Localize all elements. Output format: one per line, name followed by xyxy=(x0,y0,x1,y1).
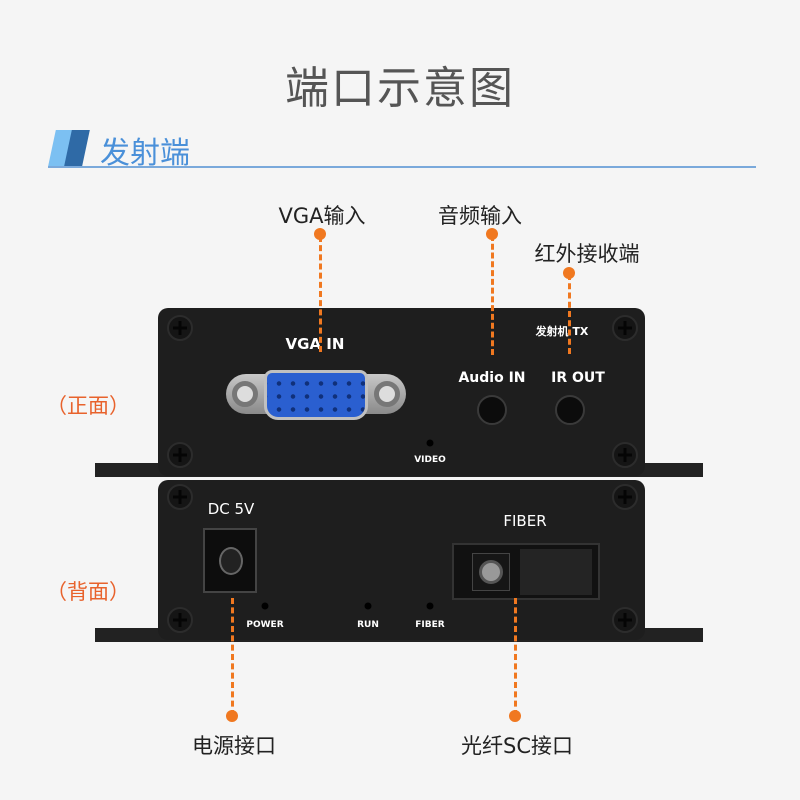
callout-vga: VGA输入 xyxy=(278,204,366,228)
fiber-label: FIBER xyxy=(503,512,547,530)
section-title: 发射端 xyxy=(100,136,190,171)
fiber-led-label: FIBER xyxy=(415,620,445,630)
fiber-ferrule-icon xyxy=(479,560,503,584)
ir-out-jack xyxy=(555,395,585,425)
audio-in-label: Audio IN xyxy=(458,370,526,386)
screw-icon xyxy=(612,442,638,468)
callout-power: 电源接口 xyxy=(192,734,276,758)
page-title: 端口示意图 xyxy=(285,63,515,114)
front-label: （正面） xyxy=(46,394,130,418)
leader-line xyxy=(514,598,517,716)
leader-line xyxy=(491,235,494,355)
model-label: 发射机 TX xyxy=(535,325,589,338)
fiber-sc-port xyxy=(452,543,600,600)
run-led-label: RUN xyxy=(357,620,379,630)
power-led xyxy=(261,602,269,610)
screw-icon xyxy=(167,442,193,468)
dc-label: DC 5V xyxy=(207,500,255,518)
screw-icon xyxy=(167,315,193,341)
leader-line xyxy=(568,274,571,354)
section-divider xyxy=(48,166,756,168)
dc-pin-icon xyxy=(219,547,243,575)
leader-line xyxy=(319,236,322,352)
screw-icon xyxy=(612,607,638,633)
leader-dot xyxy=(226,710,238,722)
run-led xyxy=(364,602,372,610)
sc-cover xyxy=(520,549,592,595)
video-led-label: VIDEO xyxy=(414,455,446,465)
back-label: （背面） xyxy=(46,580,130,604)
vga-in-label: VGA IN xyxy=(285,335,345,353)
vga-screw-icon xyxy=(232,381,258,407)
screw-icon xyxy=(612,484,638,510)
dc-jack xyxy=(203,528,257,593)
leader-dot xyxy=(563,267,575,279)
screw-icon xyxy=(612,315,638,341)
vga-port xyxy=(264,370,368,420)
power-led-label: POWER xyxy=(246,620,284,630)
fiber-led xyxy=(426,602,434,610)
leader-line xyxy=(231,598,234,716)
screw-icon xyxy=(167,607,193,633)
vga-screw-icon xyxy=(374,381,400,407)
screw-icon xyxy=(167,484,193,510)
callout-audio: 音频输入 xyxy=(438,204,522,228)
callout-ir: 红外接收端 xyxy=(534,242,640,266)
callout-fiber: 光纤SC接口 xyxy=(461,734,573,758)
video-led xyxy=(426,439,434,447)
leader-dot xyxy=(509,710,521,722)
ir-out-label: IR OUT xyxy=(551,370,605,386)
audio-in-jack xyxy=(477,395,507,425)
leader-dot xyxy=(314,228,326,240)
leader-dot xyxy=(486,228,498,240)
